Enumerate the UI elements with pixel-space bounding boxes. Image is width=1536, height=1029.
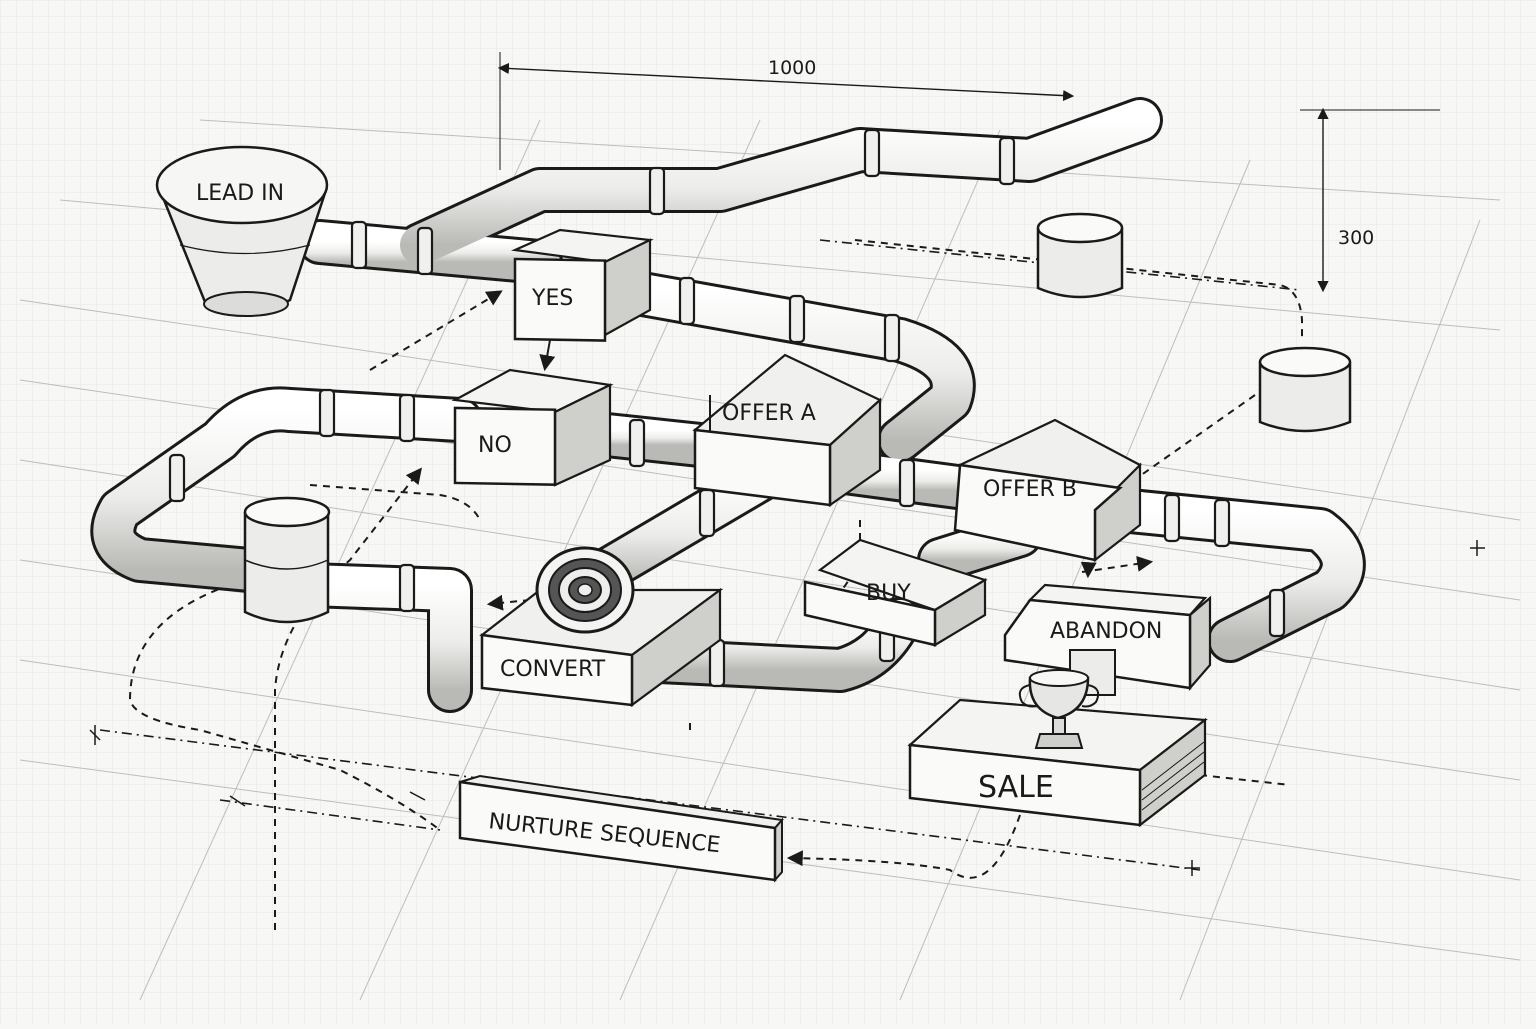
buy-label: BUY	[866, 581, 911, 606]
offer-b-label: OFFER B	[983, 477, 1077, 502]
abandon-label: ABANDON	[1050, 619, 1162, 644]
sketch-ticks	[89, 540, 1485, 876]
yes-box: YES	[510, 228, 654, 342]
canister-icon	[1036, 212, 1124, 299]
trophy-icon	[1018, 649, 1116, 749]
no-label: NO	[478, 433, 512, 458]
target-icon	[535, 546, 635, 634]
offer-a-house: OFFER A	[692, 353, 882, 508]
yes-to-no-arrow	[539, 339, 556, 372]
dimension-width-label: 1000	[768, 57, 816, 79]
sale-label: SALE	[978, 770, 1054, 805]
buy-block: BUY	[803, 538, 988, 647]
canister-icon	[243, 496, 331, 624]
lead-in-funnel: LEAD IN	[155, 145, 329, 317]
dimension-width: 1000	[497, 52, 1075, 170]
dimension-height: 300	[1300, 107, 1440, 293]
dimension-height-label: 300	[1338, 227, 1374, 249]
canister-icon	[1258, 346, 1352, 433]
offer-b-house: OFFER B	[953, 418, 1142, 563]
lead-in-label: LEAD IN	[196, 181, 284, 206]
convert-label: CONVERT	[500, 657, 606, 682]
no-box: NO	[451, 368, 614, 487]
yes-label: YES	[531, 286, 573, 311]
nurture-sequence-beam: NURTURE SEQUENCE	[458, 774, 784, 883]
offer-a-label: OFFER A	[722, 401, 816, 426]
